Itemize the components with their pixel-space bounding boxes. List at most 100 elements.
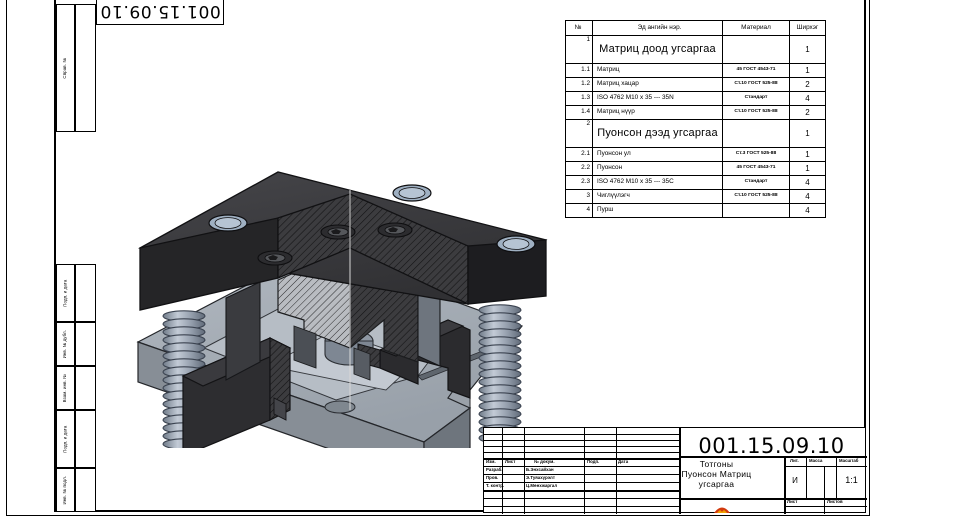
bom-cell-material: Стандарт [722, 91, 790, 106]
bom-header-material: Материал [722, 20, 790, 36]
bom-cell-name: Пуонсон ул [592, 147, 723, 162]
bom-cell-qty: 1 [789, 147, 826, 162]
bom-cell-name: Матриц доод угсаргаа [592, 35, 723, 64]
bom-cell-name: Пуонсон дээд угсаргаа [592, 119, 723, 148]
revision-header-izm: Изм. [486, 459, 496, 464]
drawing-number-box-top: 001.15.09.10 [96, 0, 224, 25]
bom-cell-qty: 4 [789, 189, 826, 204]
bom-cell-no: 2 [565, 119, 593, 148]
bom-cell-qty: 1 [789, 161, 826, 176]
title-block-title: Тотгоны Пуонсон Матриц угсаргаа [644, 459, 789, 489]
isometric-3d-model-view [118, 98, 558, 448]
bom-cell-no: 1.1 [565, 63, 593, 78]
bom-cell-qty: 4 [789, 175, 826, 190]
bom-cell-no: 1.4 [565, 105, 593, 120]
bom-cell-name: Пурш [592, 203, 723, 218]
bom-cell-qty: 4 [789, 203, 826, 218]
bom-cell-qty: 4 [789, 91, 826, 106]
revision-header-podp: Подп. [587, 459, 600, 464]
side-cell-3: Взам. инв. № [56, 366, 96, 410]
scale-header: Масштаб [839, 458, 859, 463]
role-name-0: Б.Энхсайхан [526, 467, 554, 472]
bom-cell-material: 45 ГОСТ 4543-71 [722, 63, 790, 78]
bom-cell-name: ISO 4762 M10 x 35 --- 35N [592, 91, 723, 106]
organisation-emblem-logo [714, 507, 730, 513]
role-name-2: Ц.Мөнхжаргал [526, 483, 558, 488]
side-cell-label-1: Подп. и дата [62, 279, 68, 307]
side-cell-label-5: Инв. № подл. [62, 475, 68, 505]
bom-header-row: № Эд ангийн нэр. Материал Ширхэг [565, 20, 826, 36]
bom-cell-material: Ст.10 ГОСТ 525-88 [722, 105, 790, 120]
role-label-1: Пров. [486, 475, 499, 480]
bom-cell-no: 1.2 [565, 77, 593, 92]
title-line-2: угсаргаа [698, 479, 735, 489]
side-cell-2: Инв. № дубл. [56, 322, 96, 366]
scale-value: 1:1 [845, 475, 858, 485]
revision-header-dokum: № докум. [534, 459, 555, 464]
bom-cell-name: Чиглүүлэгч [592, 189, 723, 204]
drawing-number-top-text: 001.15.09.10 [99, 1, 221, 21]
bom-header-no: № [565, 20, 593, 36]
side-margin-column: Справ. № Подп. и дата Инв. № дубл. Взам.… [56, 0, 96, 512]
bom-cell-no: 3 [565, 189, 593, 204]
side-cell-label-2: Инв. № дубл. [62, 329, 68, 359]
base-plate-right-face [423, 406, 471, 448]
guide-post-left [225, 281, 261, 381]
bom-cell-qty: 1 [789, 119, 826, 148]
bom-cell-no: 1.3 [565, 91, 593, 106]
bom-cell-material [722, 119, 790, 148]
side-cell-0: Справ. № [56, 4, 96, 132]
bom-cell-qty: 1 [789, 63, 826, 78]
bom-cell-no: 2.3 [565, 175, 593, 190]
bom-header-name: Эд ангийн нэр. [592, 20, 723, 36]
bom-header-qty: Ширхэг [789, 20, 826, 36]
role-label-0: Разраб. [486, 467, 503, 472]
socket-screw-2 [257, 250, 293, 266]
bom-cell-material: Ст.10 ГОСТ 525-88 [722, 77, 790, 92]
side-cell-1: Подп. и дата [56, 264, 96, 322]
side-cell-label-3: Взам. инв. № [62, 373, 68, 403]
side-cell-4: Подп. и дата [56, 410, 96, 468]
side-cell-5: Инв. № подл. [56, 468, 96, 512]
side-cell-label-4: Подп. и дата [62, 425, 68, 453]
bom-cell-qty: 2 [789, 105, 826, 120]
bom-cell-no: 2.1 [565, 147, 593, 162]
bom-cell-no: 4 [565, 203, 593, 218]
spring-right [478, 304, 522, 444]
title-line-0: Тотгоны [699, 459, 734, 469]
title-block: Изм. Лист № докум. Подп. Дата Разраб. Б.… [483, 427, 867, 514]
bom-cell-material: Ст.3 ГОСТ 525-88 [722, 147, 790, 162]
bom-cell-material: Стандарт [722, 175, 790, 190]
lit-header: Лит. [790, 458, 799, 463]
sheet-header: Лист [787, 499, 798, 504]
bom-cell-material [722, 35, 790, 64]
bom-cell-no: 1 [565, 35, 593, 64]
mass-header: Масса [809, 458, 823, 463]
revision-header-data: Дата [618, 459, 629, 464]
revision-header-list: Лист [505, 459, 516, 464]
socket-screw-1 [377, 222, 413, 238]
bom-cell-no: 2.2 [565, 161, 593, 176]
sheets-header: Листов [827, 499, 843, 504]
bom-cell-material: 45 ГОСТ 4543-71 [722, 161, 790, 176]
bom-cell-name: Пуонсон [592, 161, 723, 176]
side-cell-label-0: Справ. № [62, 57, 68, 79]
title-line-1: Пуонсон Матриц [681, 469, 752, 479]
bom-cell-name: Матриц [592, 63, 723, 78]
sheet-frame-inner [54, 0, 866, 512]
bom-cell-qty: 1 [789, 35, 826, 64]
bom-cell-qty: 2 [789, 77, 826, 92]
